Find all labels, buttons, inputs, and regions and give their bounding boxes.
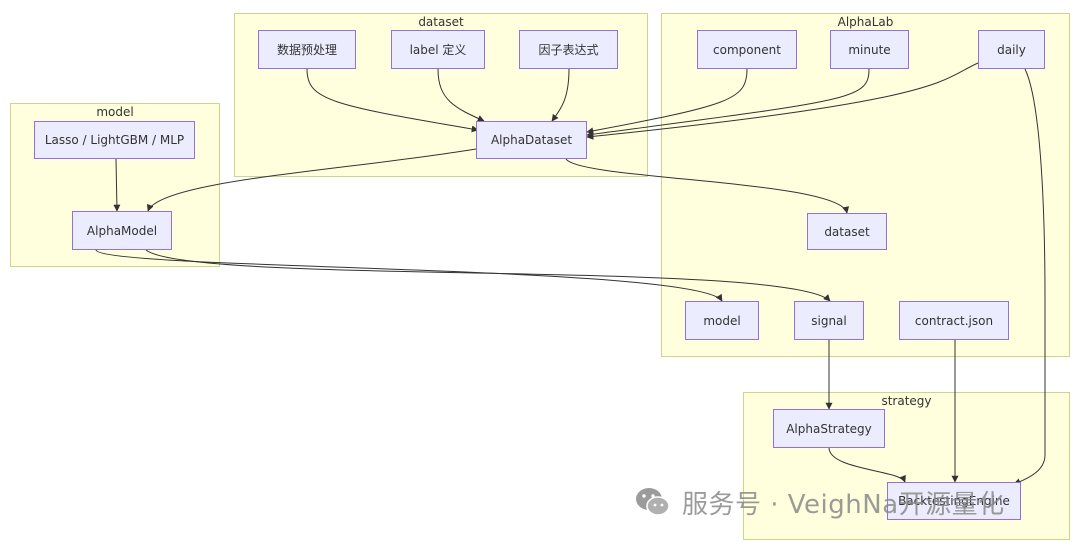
- edge-alphamodel-to-model: [95, 249, 723, 302]
- cluster-alphalab: AlphaLab: [661, 13, 1070, 357]
- node-alphastrategy[interactable]: AlphaStrategy: [773, 409, 885, 448]
- node-signal[interactable]: signal: [794, 301, 864, 340]
- node-dataset[interactable]: dataset: [807, 213, 887, 250]
- edge-factor-to-alphadataset: [551, 68, 570, 122]
- edge-alphamodel-to-signal: [145, 249, 831, 302]
- node-contract-json[interactable]: contract.json: [899, 301, 1009, 340]
- node-alphadataset[interactable]: AlphaDataset: [476, 121, 587, 159]
- edge-component-to-alphadataset: [586, 68, 748, 135]
- node-data-preprocess[interactable]: 数据预处理: [258, 30, 356, 69]
- edge-alphadataset-to-dataset: [565, 158, 850, 214]
- node-model[interactable]: model: [685, 301, 759, 340]
- node-factor-expr[interactable]: 因子表达式: [519, 30, 618, 69]
- edge-label-to-alphadataset: [437, 68, 485, 122]
- edge-alphastrategy-to-backtestingengine: [828, 447, 906, 483]
- edge-alphadataset-to-alphamodel: [147, 148, 477, 212]
- edge-lasso-to-alphamodel: [113, 158, 121, 212]
- edge-preprocess-to-alphadataset: [306, 68, 479, 133]
- node-daily[interactable]: daily: [978, 30, 1045, 69]
- node-lasso-lightgbm-mlp[interactable]: Lasso / LightGBM / MLP: [34, 121, 195, 159]
- node-component[interactable]: component: [697, 30, 797, 69]
- node-label-define[interactable]: label 定义: [391, 30, 485, 69]
- cluster-title-alphalab: AlphaLab: [837, 15, 894, 29]
- edge-daily-to-backtestingengine: [1013, 68, 1046, 486]
- node-minute[interactable]: minute: [830, 30, 909, 69]
- edge-minute-to-alphadataset: [586, 68, 870, 138]
- cluster-title-strategy: strategy: [881, 394, 932, 408]
- cluster-title-model: model: [96, 105, 134, 119]
- cluster-title-dataset: dataset: [418, 15, 464, 29]
- node-alphamodel[interactable]: AlphaModel: [72, 211, 172, 250]
- node-backtestingengine[interactable]: BacktestingEngine: [887, 482, 1021, 520]
- edge-daily-to-alphadataset: [586, 62, 979, 140]
